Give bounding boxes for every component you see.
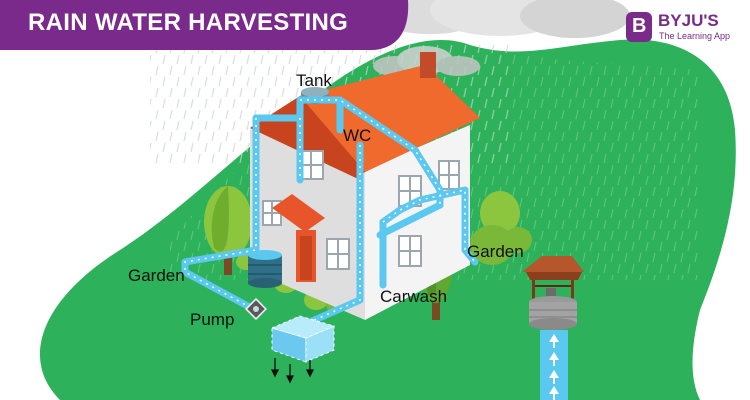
label-tank: Tank xyxy=(296,71,332,90)
label-pump: Pump xyxy=(190,310,235,329)
drain-arrows-down xyxy=(270,358,315,384)
groundwater-column xyxy=(540,330,568,400)
cloud-small xyxy=(373,46,480,76)
label-garden-left: Garden xyxy=(128,266,185,285)
window-right-2 xyxy=(438,160,460,190)
label-garden-right: Garden xyxy=(467,242,524,261)
brand-name: BYJU'S xyxy=(658,11,719,30)
water-barrel xyxy=(248,250,282,288)
well xyxy=(522,256,584,330)
page-title: RAIN WATER HARVESTING xyxy=(28,9,349,36)
storage-tank xyxy=(270,315,336,363)
cloud-top xyxy=(370,0,630,38)
brand-logo-icon: B xyxy=(626,12,652,42)
pump-icon xyxy=(245,298,267,320)
label-carwash: Carwash xyxy=(380,287,448,306)
title-banner-shape xyxy=(0,0,409,50)
brand-logo[interactable]: B BYJU'S The Learning App xyxy=(626,8,736,48)
bush-right-round xyxy=(470,191,532,265)
label-wc: WC xyxy=(343,126,372,145)
brand-tagline: The Learning App xyxy=(659,31,731,41)
window-left-lower xyxy=(326,238,350,270)
window-right-3 xyxy=(398,235,422,267)
tree-left xyxy=(204,186,252,275)
pipe-flow-dots xyxy=(184,99,476,323)
